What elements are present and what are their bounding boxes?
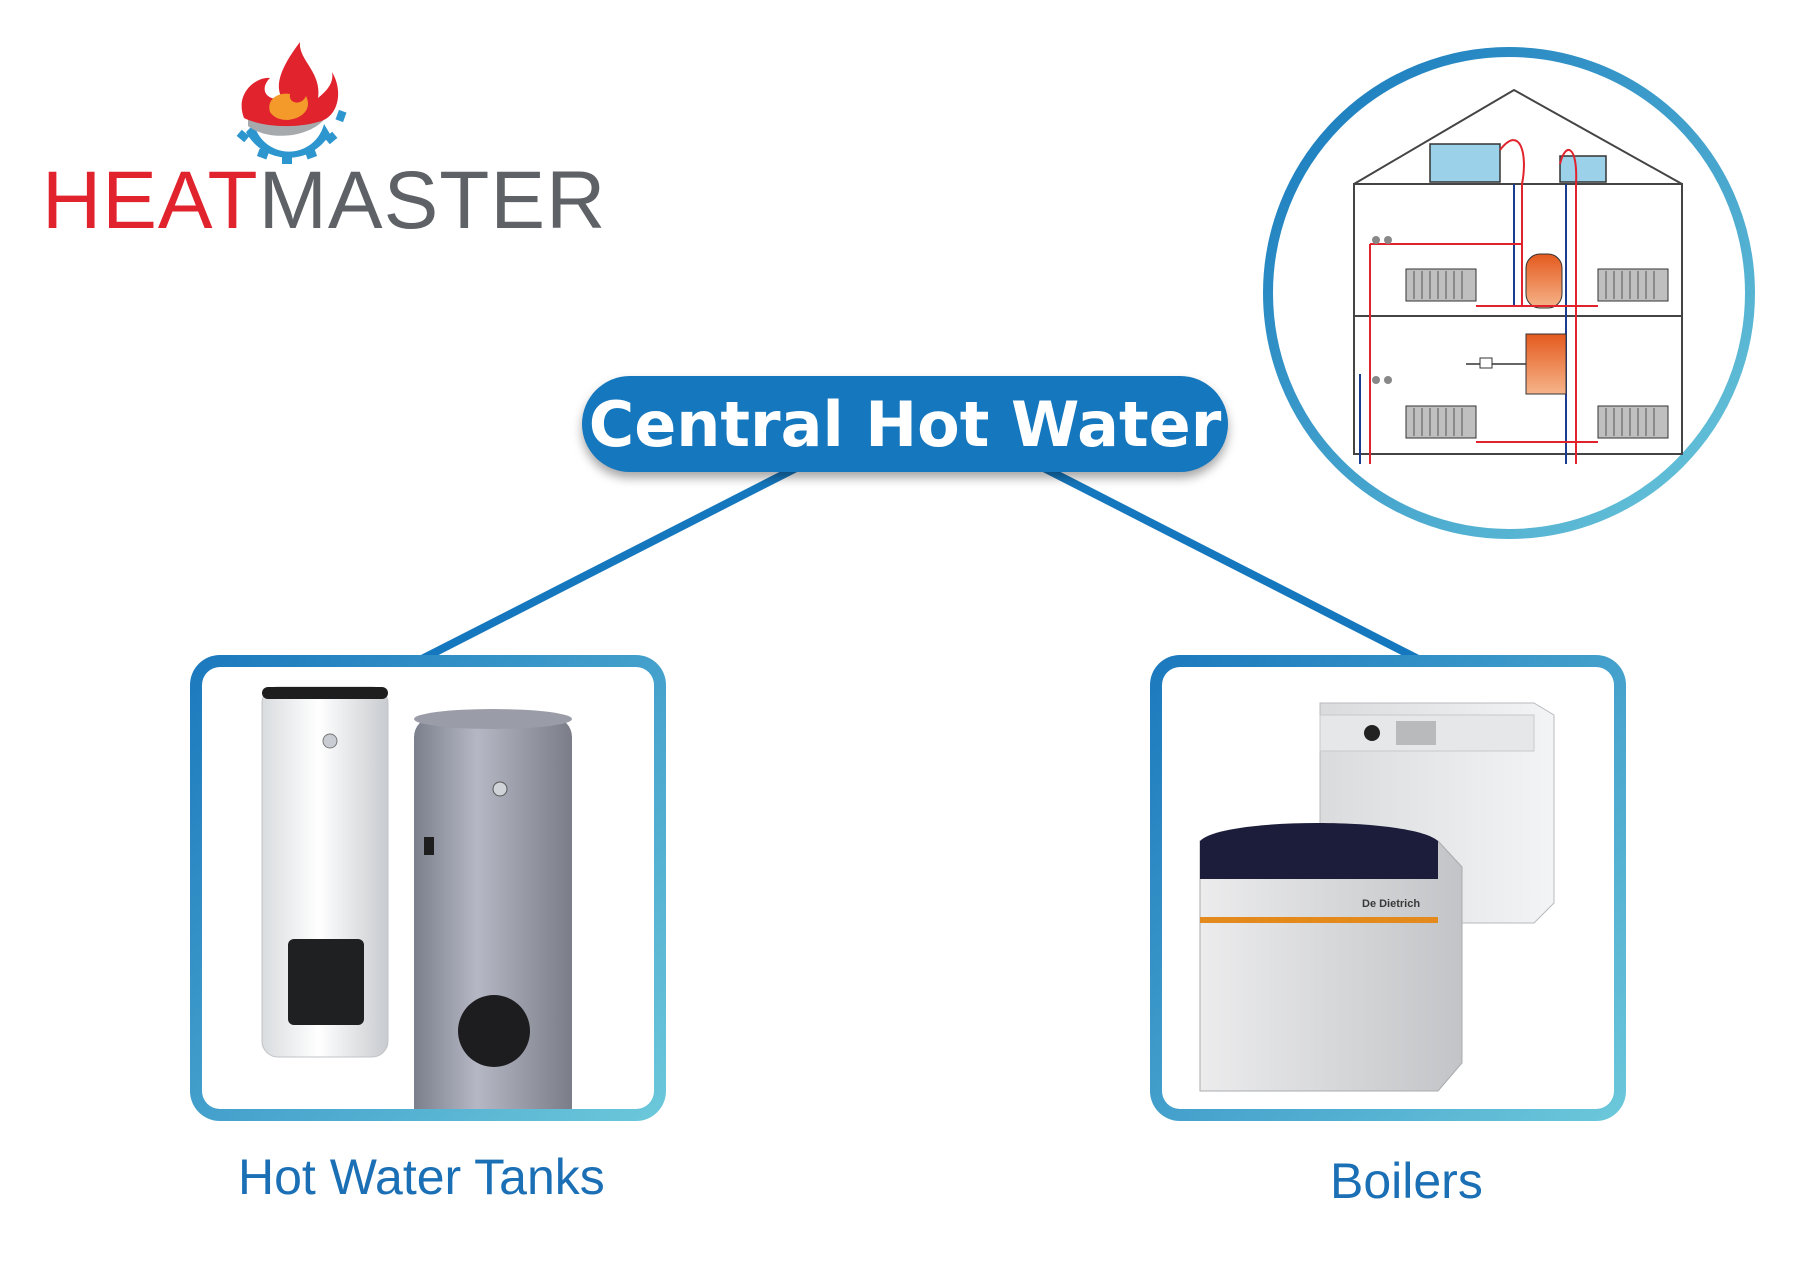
boilers-label: Boilers [1330,1153,1483,1209]
tank-card [190,655,666,1121]
house-diagram [1263,47,1755,539]
heatmaster-logo [40,40,580,250]
house-diagram-circle [1260,44,1758,542]
central-title: Central Hot Water [588,387,1222,461]
logo-heat-text: HEAT [42,155,259,246]
connector-to-tanks [418,462,802,664]
tanks-label: Hot Water Tanks [238,1149,605,1205]
central-hot-water-pill: Central Hot Water [582,376,1228,472]
connector-to-boilers [1038,462,1422,664]
boiler-card: De Dietrich [1150,655,1626,1121]
hot-water-tanks-image [261,686,572,1109]
logo-master-text: MASTER [258,155,607,246]
brand-plate: De Dietrich [1362,898,1420,910]
flame-gear-icon [236,42,347,164]
logo-wordmark: HEATMASTER [42,160,606,242]
boilers-image: De Dietrich [1199,702,1555,1092]
